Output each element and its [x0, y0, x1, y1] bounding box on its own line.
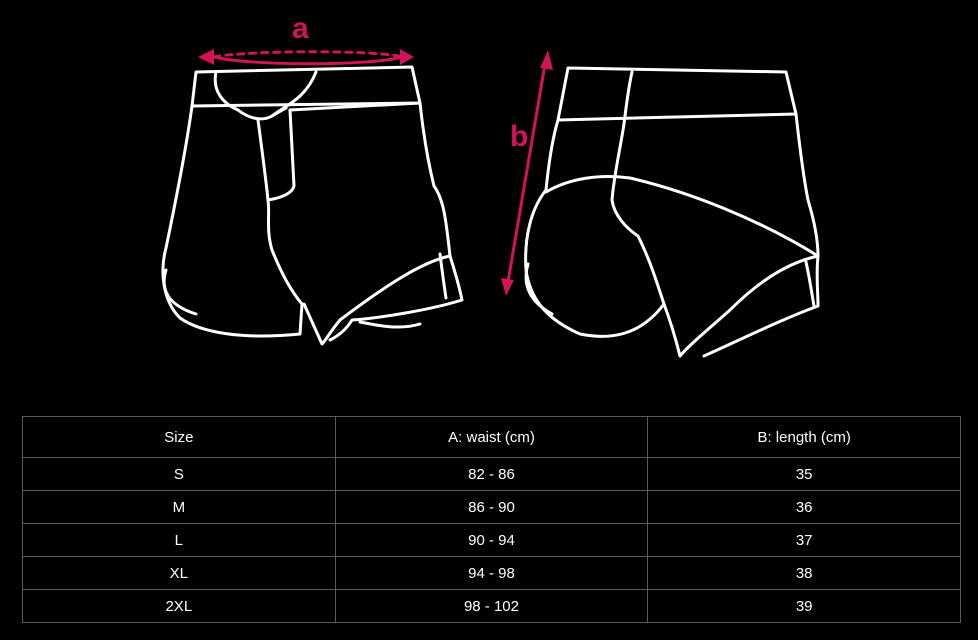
table-row: L 90 - 94 37: [22, 523, 961, 557]
length-cell: 39: [647, 589, 961, 623]
table-header-row: Size A: waist (cm) B: length (cm): [22, 416, 961, 458]
waist-cell: 82 - 86: [334, 457, 649, 491]
shorts-illustration: a b: [161, 12, 820, 358]
measure-label-b: b: [510, 120, 528, 153]
size-chart-table: Size A: waist (cm) B: length (cm) S 82 -…: [22, 416, 961, 623]
shorts-back-view: [524, 66, 820, 358]
table-row: M 86 - 90 36: [22, 490, 961, 524]
measure-b: b: [501, 50, 553, 296]
waist-cell: 90 - 94: [334, 523, 649, 557]
waist-cell: 94 - 98: [334, 556, 649, 590]
length-cell: 35: [647, 457, 961, 491]
shorts-front-view: [161, 65, 464, 346]
measure-label-a: a: [292, 12, 309, 45]
size-cell: S: [22, 457, 336, 491]
column-header-length: B: length (cm): [647, 416, 961, 458]
length-cell: 36: [647, 490, 961, 524]
column-header-waist: A: waist (cm): [334, 416, 649, 458]
length-cell: 38: [647, 556, 961, 590]
length-cell: 37: [647, 523, 961, 557]
waist-cell: 86 - 90: [334, 490, 649, 524]
table-row: 2XL 98 - 102 39: [22, 589, 961, 623]
measure-a: a: [198, 12, 414, 66]
size-cell: M: [22, 490, 336, 524]
table-row: XL 94 - 98 38: [22, 556, 961, 590]
size-cell: 2XL: [22, 589, 336, 623]
size-cell: L: [22, 523, 336, 557]
waist-cell: 98 - 102: [334, 589, 649, 623]
table-row: S 82 - 86 35: [22, 457, 961, 491]
column-header-size: Size: [22, 416, 336, 458]
size-cell: XL: [22, 556, 336, 590]
